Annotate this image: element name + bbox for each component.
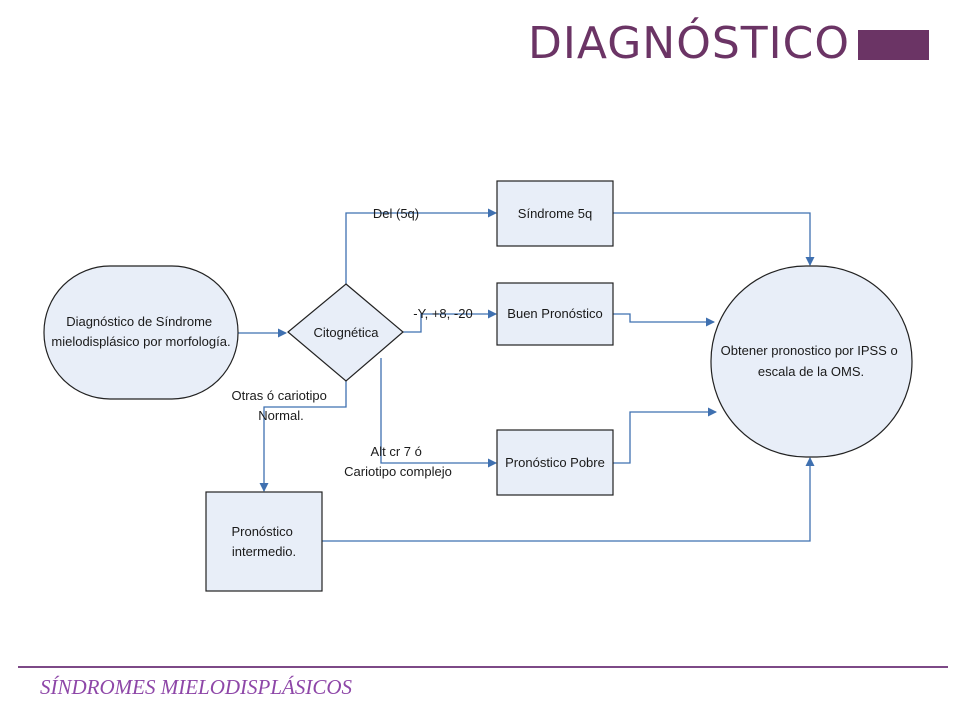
node-s5q: Síndrome 5q	[496, 180, 614, 247]
slide-title: DIAGNÓSTICO	[528, 18, 850, 69]
node-decision-line-1: Citognética	[313, 325, 379, 340]
edges	[238, 208, 815, 542]
node-s5q-line-1: Síndrome 5q	[518, 206, 592, 221]
edge-label-complex: Alt cr 7 ó Cariotipo complejo	[344, 444, 452, 479]
node-intermediate: Pronóstico intermedio.	[205, 491, 323, 592]
node-good: Buen Pronóstico	[496, 282, 614, 346]
edge-label-other-line-2: Normal.	[258, 408, 304, 423]
node-poor-label: Pronóstico Pobre	[505, 455, 605, 470]
node-poor: Pronóstico Pobre	[496, 429, 614, 496]
edge-intermediate-to-end	[322, 457, 815, 542]
node-start: Diagnóstico de Síndrome mielodisplásico …	[43, 265, 239, 400]
node-start-label: Diagnóstico de Síndrome mielodisplásico …	[51, 314, 230, 349]
edge-s5q-to-end	[613, 212, 815, 266]
edge-good-to-end	[613, 313, 715, 327]
node-s5q-label: Síndrome 5q	[518, 206, 592, 221]
node-good-line-1: Buen Pronóstico	[507, 306, 602, 321]
edge-label-complex-line-1: Alt cr 7 ó	[371, 444, 422, 459]
node-end: Obtener pronostico por IPSS o escala de …	[710, 265, 913, 458]
edge-decision-to-intermediate	[259, 381, 347, 492]
edge-decision-to-s5q	[345, 208, 497, 284]
edge-decision-to-good	[403, 309, 497, 333]
edge-label-good: -Y, +8, -20	[413, 306, 472, 321]
edge-label-good-line-1: -Y, +8, -20	[413, 306, 472, 321]
title-accent-bar	[858, 30, 929, 60]
edge-poor-to-end	[613, 407, 717, 464]
edge-label-del5q-line-1: Del (5q)	[373, 206, 419, 221]
edge-label-other: Otras ó cariotipo Normal.	[232, 388, 331, 423]
node-intermediate-line-1: Pronóstico	[231, 524, 292, 539]
node-start-line-2: mielodisplásico por morfología.	[51, 334, 230, 349]
footer-divider	[18, 666, 948, 668]
node-end-line-2: escala de la OMS.	[758, 364, 864, 379]
edge-label-del5q: Del (5q)	[373, 206, 419, 221]
node-good-label: Buen Pronóstico	[507, 306, 602, 321]
node-end-line-1: Obtener pronostico por IPSS o	[721, 343, 898, 358]
footer-title: SÍNDROMES MIELODISPLÁSICOS	[40, 675, 353, 699]
node-decision: Citognética	[287, 283, 404, 382]
node-intermediate-line-2: intermedio.	[232, 544, 296, 559]
edge-label-other-line-1: Otras ó cariotipo	[232, 388, 327, 403]
node-intermediate-label: Pronóstico intermedio.	[231, 524, 296, 559]
node-poor-line-1: Pronóstico Pobre	[505, 455, 605, 470]
node-start-line-1: Diagnóstico de Síndrome	[66, 314, 212, 329]
edge-decision-to-poor	[380, 358, 497, 468]
node-end-label: Obtener pronostico por IPSS o escala de …	[721, 343, 902, 379]
edge-label-complex-line-2: Cariotipo complejo	[344, 464, 452, 479]
node-decision-label: Citognética	[313, 325, 379, 340]
